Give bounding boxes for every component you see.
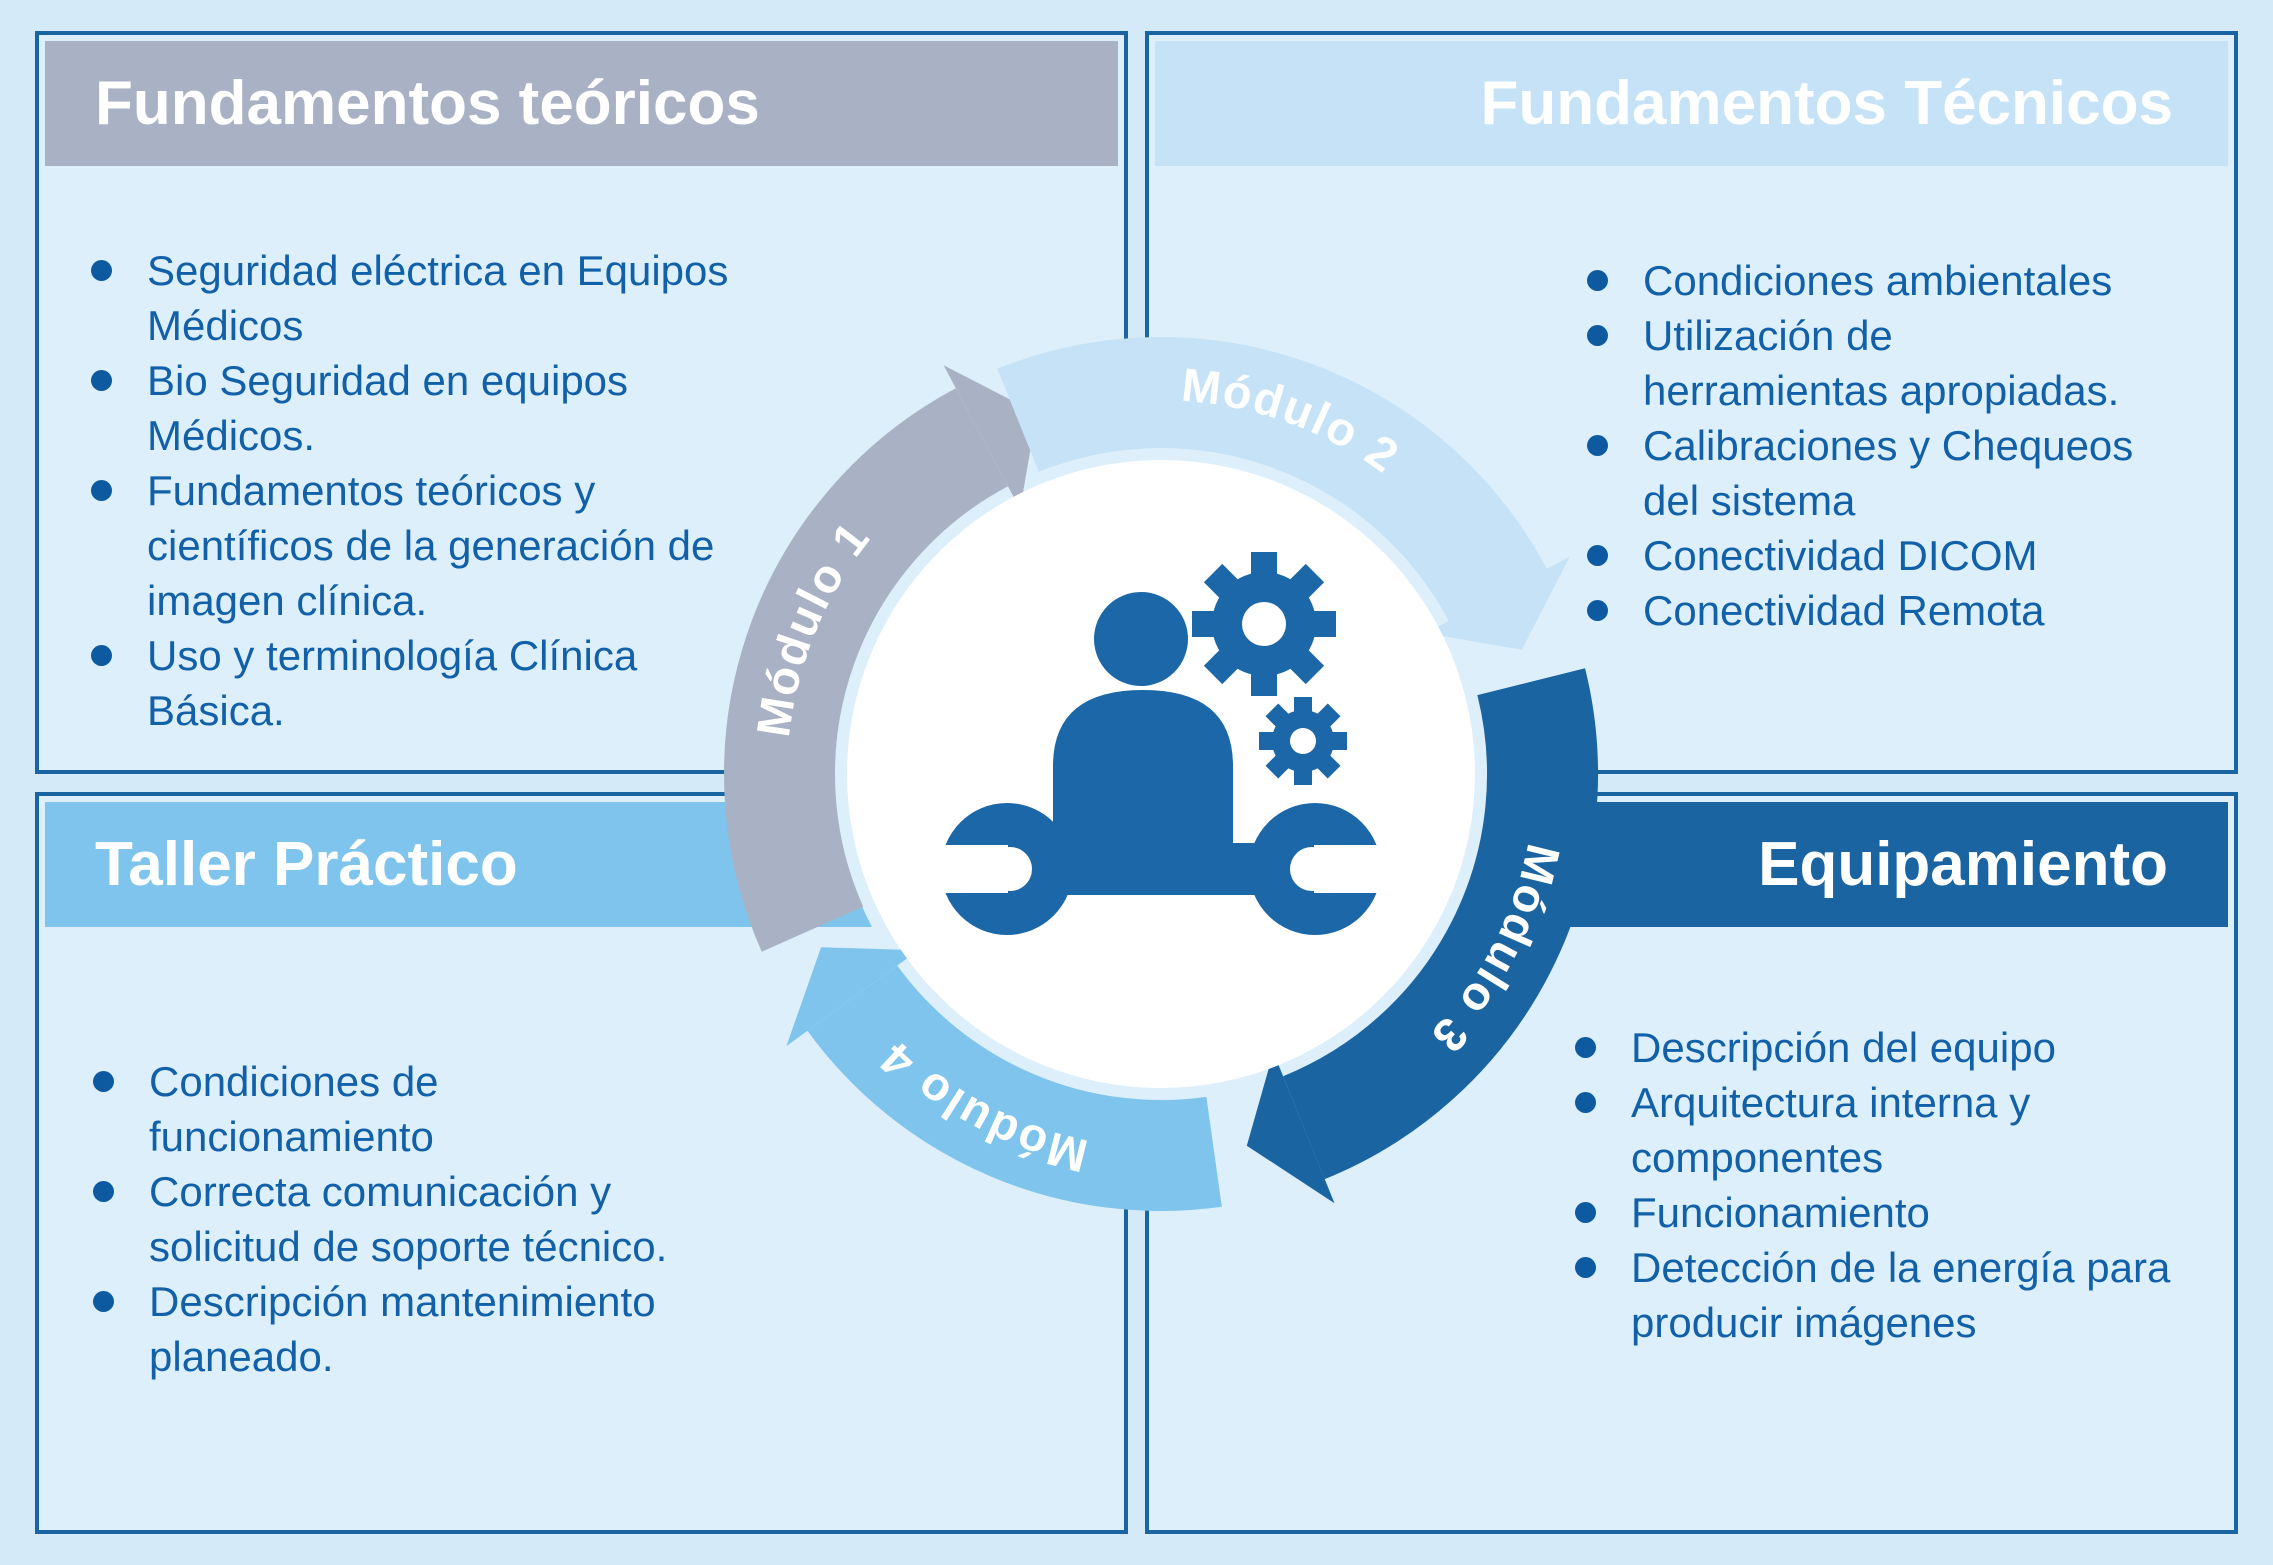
bullet-item: Calibraciones y Chequeos del sistema <box>1585 418 2141 528</box>
section-title: Fundamentos Técnicos <box>1480 69 2173 138</box>
section-header-top-right: Fundamentos Técnicos <box>1155 41 2228 166</box>
bullet-item: Descripción del equipo <box>1573 1020 2231 1075</box>
bullet-item: Uso y terminología Clínica Básica. <box>89 628 762 738</box>
bullet-item: Conectividad Remota <box>1585 583 2141 638</box>
module-1-arc <box>724 388 1009 952</box>
bullet-item: Condiciones de funcionamiento <box>91 1054 705 1164</box>
section-title: Equipamiento <box>1758 830 2168 899</box>
bullet-item: Bio Seguridad en equipos Médicos. <box>89 353 762 463</box>
bullet-item: Seguridad eléctrica en Equipos Médicos <box>89 243 762 353</box>
gear-small-icon <box>1259 697 1347 785</box>
bullet-item: Detección de la energía para producir im… <box>1573 1240 2231 1350</box>
module-3-arrowhead-icon <box>1246 1052 1335 1204</box>
module-1-arrowhead-icon <box>943 365 1037 510</box>
section-header-top-left: Fundamentos teóricos <box>45 41 1118 166</box>
bullet-item: Conectividad DICOM <box>1585 528 2141 583</box>
module-cycle-diagram: Módulo 1 Módulo 2 Módulo 3 Módulo 4 <box>724 337 1599 1211</box>
bullet-item: Utilización de herramientas apropiadas. <box>1585 308 2141 418</box>
person-body-icon <box>1053 690 1233 886</box>
module-2-arrowhead-icon <box>1425 556 1570 650</box>
module-4-arc <box>807 964 1222 1211</box>
bullet-item: Fundamentos teóricos y científicos de la… <box>89 463 762 628</box>
module-2-arc <box>997 337 1547 622</box>
bullet-item: Descripción mantenimiento planeado. <box>91 1274 705 1384</box>
technician-icon <box>909 552 1413 935</box>
section-title: Taller Práctico <box>95 830 518 899</box>
gear-large-icon <box>1192 552 1336 696</box>
bullet-item: Arquitectura interna y componentes <box>1573 1075 2231 1185</box>
bullet-item: Correcta comunicación y solicitud de sop… <box>91 1164 705 1274</box>
person-head-icon <box>1094 592 1188 686</box>
section-title: Fundamentos teóricos <box>95 69 760 138</box>
bullet-item: Funcionamiento <box>1573 1185 2231 1240</box>
bullet-item: Condiciones ambientales <box>1585 253 2141 308</box>
module-4-arrowhead-icon <box>786 947 919 1047</box>
module-3-arc <box>1282 668 1599 1180</box>
wrench-icon <box>909 803 1413 935</box>
